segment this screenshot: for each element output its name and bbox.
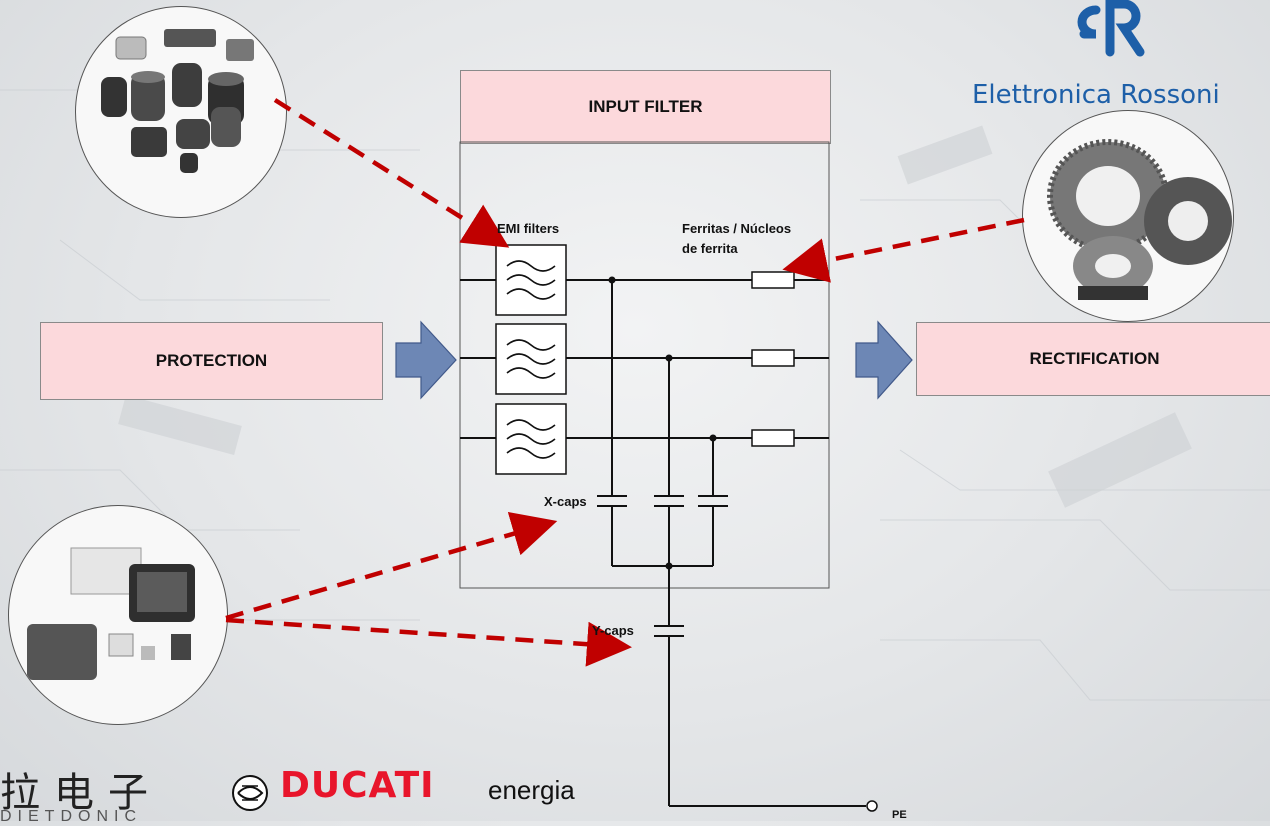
pe-label: PE xyxy=(892,809,907,821)
dashed-arrow-ycaps xyxy=(225,617,632,667)
dashed-arrow-xcaps xyxy=(225,511,558,621)
toroid-chokes-photo xyxy=(1022,110,1234,322)
chinese-company-subtext: DIETDONIC xyxy=(0,808,142,825)
dashed-arrow-emi xyxy=(273,98,510,248)
capacitors-photo xyxy=(8,505,228,725)
ducati-energia-text: energia xyxy=(488,775,575,805)
pe-terminal xyxy=(866,800,878,812)
elettronica-rossoni-logo-text: Elettronica Rossoni xyxy=(972,80,1220,110)
ferritas-label-line1: Ferritas / Núcleos xyxy=(682,221,792,236)
junction-dots xyxy=(608,276,717,570)
x-caps-label: X-caps xyxy=(544,494,587,509)
protection-block: PROTECTION xyxy=(40,322,383,400)
rectification-block: RECTIFICATION xyxy=(916,322,1270,396)
ferrite-cores-photo xyxy=(75,6,287,218)
y-caps-label: Y-caps xyxy=(592,623,634,638)
input-filter-block: INPUT FILTER xyxy=(460,70,831,144)
filter-enclosure xyxy=(459,141,830,589)
arrow-protection-to-filter xyxy=(395,320,457,400)
ferritas-label-line2: de ferrita xyxy=(682,241,738,256)
rectification-title: RECTIFICATION xyxy=(1029,349,1160,368)
arrow-filter-to-rectification xyxy=(855,320,913,400)
chinese-company-logo: 拉电子 xyxy=(0,771,162,815)
ducati-emblem-icon xyxy=(232,775,268,811)
emi-filters-label: EMI filters xyxy=(497,221,560,236)
ferrite-symbols xyxy=(751,271,795,447)
dashed-arrow-ferrite xyxy=(782,217,1025,283)
y-capacitor-pe-line xyxy=(654,566,866,807)
elettronica-rossoni-logo-icon xyxy=(1077,0,1145,57)
x-capacitors xyxy=(597,280,728,567)
protection-title: PROTECTION xyxy=(155,351,268,370)
ducati-logo-text: DUCATI xyxy=(280,765,435,806)
input-filter-title: INPUT FILTER xyxy=(588,97,703,116)
